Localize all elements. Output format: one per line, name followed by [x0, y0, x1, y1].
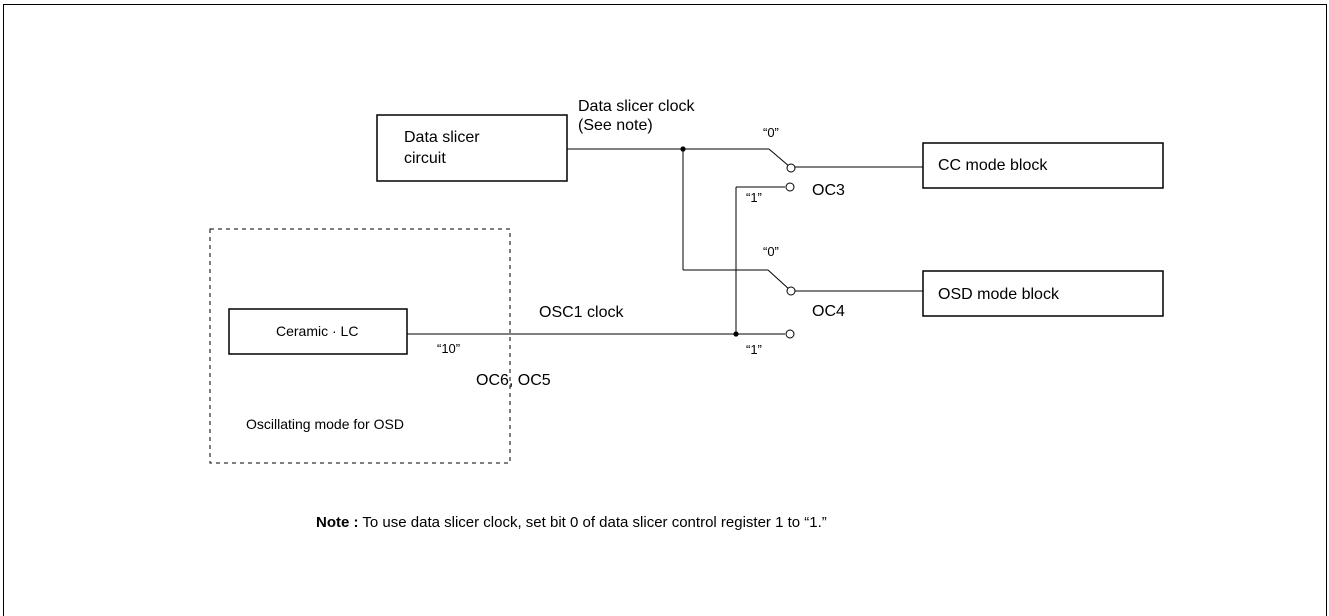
oc4-input0-lead — [767, 269, 791, 291]
note: Note : To use data slicer clock, set bit… — [316, 514, 827, 532]
osc1-clock-label: OSC1 clock — [539, 304, 624, 321]
oc4-name-label: OC4 — [812, 303, 845, 320]
data-slicer-circuit-label-line2: circuit — [404, 150, 446, 167]
oc6-oc5-name-label: OC6, OC5 — [476, 372, 551, 389]
data-slicer-circuit-label-line1: Data slicer — [404, 129, 480, 146]
junction-dot — [680, 146, 686, 152]
ceramic-lc-box — [228, 308, 408, 355]
note-label: Note : — [316, 514, 359, 531]
oc4-contact-1 — [785, 329, 795, 339]
oc4-common-contact — [786, 286, 796, 296]
oc3-pos0-label: “0” — [763, 125, 779, 140]
oscillating-mode-group — [209, 228, 511, 464]
oc3-common-contact — [786, 163, 796, 173]
oscillating-mode-label: Oscillating mode for OSD — [246, 416, 404, 432]
oc4-pos1-label: “1” — [746, 342, 762, 357]
cc-mode-block-box — [922, 142, 1164, 189]
data-slicer-circuit-box — [376, 114, 568, 182]
oc3-input0-lead — [768, 148, 791, 168]
junction-dot — [733, 331, 739, 337]
oc3-name-label: OC3 — [812, 182, 845, 199]
note-text: To use data slicer clock, set bit 0 of d… — [362, 514, 827, 531]
osd-mode-block-label: OSD mode block — [938, 286, 1059, 303]
oc4-pos0-label: “0” — [763, 244, 779, 259]
oc3-contact-1 — [785, 182, 795, 192]
cc-mode-block-label: CC mode block — [938, 157, 1048, 174]
see-note-label: (See note) — [578, 117, 653, 134]
oc6-oc5-value-label: “10” — [437, 341, 461, 356]
data-slicer-clock-label: Data slicer clock — [578, 98, 695, 115]
oc3-pos1-label: “1” — [746, 190, 762, 205]
osd-mode-block-box — [922, 270, 1164, 317]
ceramic-lc-label: Ceramic · LC — [276, 323, 359, 339]
